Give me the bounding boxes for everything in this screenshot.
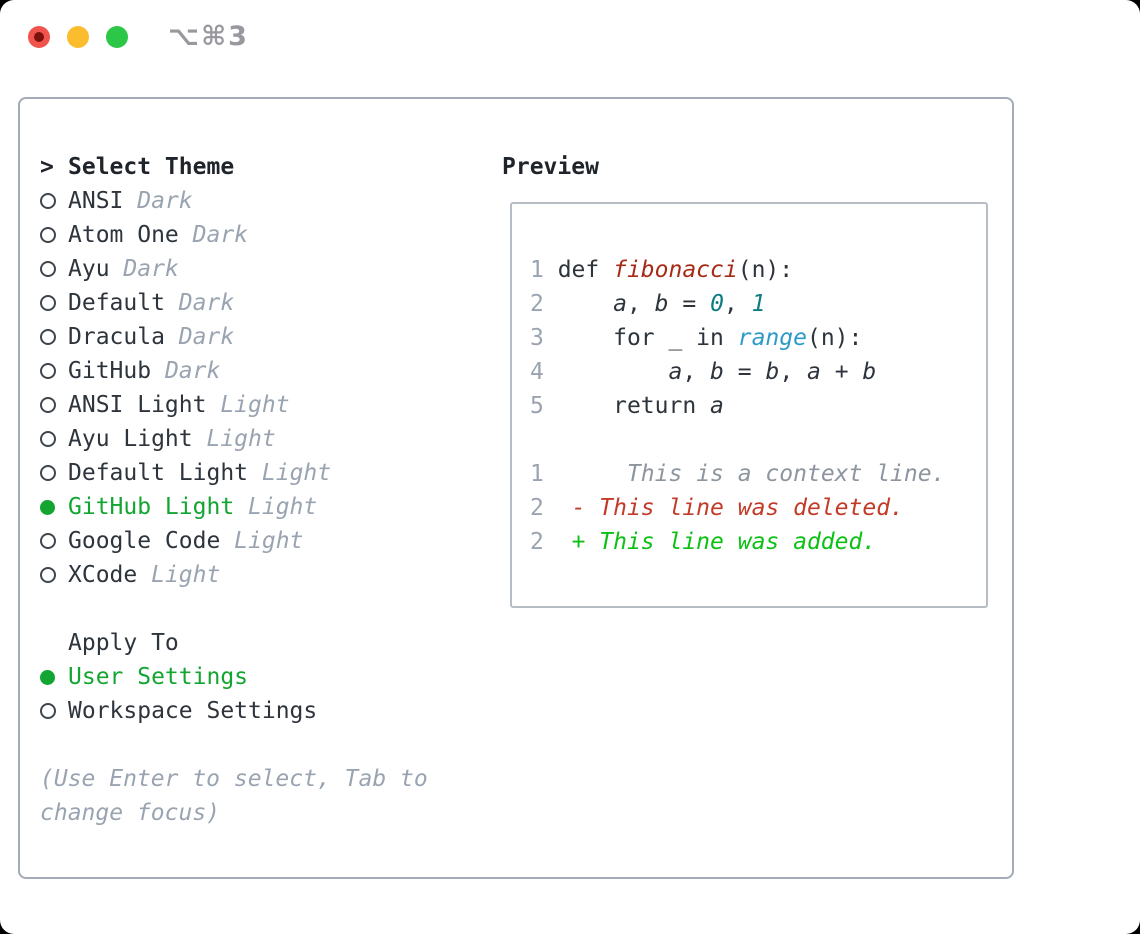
radio-icon xyxy=(40,363,68,379)
theme-variant: Light xyxy=(261,460,332,486)
theme-option-ayu[interactable]: Ayu Dark xyxy=(40,252,331,286)
code-line xyxy=(530,423,986,457)
select-theme-header-row: > Select Theme xyxy=(40,150,331,184)
theme-option-github[interactable]: GitHub Dark xyxy=(40,354,331,388)
theme-variant: Light xyxy=(234,528,304,554)
theme-option-ayu-light[interactable]: Ayu Light Light xyxy=(40,422,331,456)
preview-header: Preview xyxy=(502,154,599,180)
theme-option-ansi-light[interactable]: ANSI Light Light xyxy=(40,388,331,422)
theme-name: GitHub xyxy=(68,358,165,384)
theme-option-google-code[interactable]: Google Code Light xyxy=(40,524,331,558)
apply-option-workspace-settings[interactable]: Workspace Settings xyxy=(40,694,317,728)
radio-icon xyxy=(40,397,68,413)
minimize-button[interactable] xyxy=(67,26,89,48)
theme-option-atom-one[interactable]: Atom One Dark xyxy=(40,218,331,252)
radio-icon xyxy=(40,567,68,583)
code-preview: 1 def fibonacci(n): 2 a, b = 0, 1 3 for _ … xyxy=(512,204,986,559)
radio-icon xyxy=(40,329,68,345)
theme-variant: Light xyxy=(248,494,318,520)
theme-variant: Light xyxy=(206,426,276,452)
radio-icon xyxy=(40,465,68,481)
code-line: 2 - This line was deleted. xyxy=(530,495,904,521)
code-line: 1 def fibonacci(n): xyxy=(530,257,794,283)
theme-variant: Dark xyxy=(192,222,249,248)
window-title: ⌥⌘3 xyxy=(168,21,249,52)
code-line: 3 for _ in range(n): xyxy=(530,325,863,351)
radio-icon xyxy=(40,431,68,447)
radio-icon xyxy=(40,261,68,277)
theme-name: GitHub Light xyxy=(68,494,249,520)
theme-option-ansi[interactable]: ANSI Dark xyxy=(40,184,331,218)
radio-icon xyxy=(40,295,68,311)
apply-option-user-settings[interactable]: User Settings xyxy=(40,660,317,694)
selection-caret-icon: > xyxy=(40,154,54,180)
theme-variant: Dark xyxy=(178,324,235,350)
select-theme-header: Select Theme xyxy=(68,154,235,180)
preview-pane: 1 def fibonacci(n): 2 a, b = 0, 1 3 for _ … xyxy=(510,202,988,608)
theme-variant: Light xyxy=(220,392,290,418)
theme-name: Default xyxy=(68,290,179,316)
code-line: 1 This is a context line. xyxy=(530,461,946,487)
theme-option-default[interactable]: Default Dark xyxy=(40,286,331,320)
radio-icon xyxy=(40,533,68,549)
theme-name: Ayu Light xyxy=(68,426,207,452)
theme-variant: Dark xyxy=(137,188,193,214)
code-line: 2 a, b = 0, 1 xyxy=(530,291,766,317)
theme-name: Ayu xyxy=(68,256,124,282)
theme-name: Google Code xyxy=(68,528,235,554)
unsaved-dot-icon xyxy=(34,32,44,42)
theme-option-github-light[interactable]: GitHub Light Light xyxy=(40,490,331,524)
theme-variant: Dark xyxy=(178,290,235,316)
apply-to-header-row: Apply To xyxy=(40,626,317,660)
apply-option-label: User Settings xyxy=(68,664,249,690)
theme-name: ANSI xyxy=(68,188,138,214)
titlebar: ⌥⌘3 xyxy=(0,0,1140,75)
code-line: 5 return a xyxy=(530,393,724,419)
radio-icon xyxy=(40,227,68,243)
theme-name: Dracula xyxy=(68,324,179,350)
selected-radio-icon xyxy=(40,669,68,685)
code-line: 4 a, b = b, a + b xyxy=(530,359,877,385)
theme-option-dracula[interactable]: Dracula Dark xyxy=(40,320,331,354)
theme-variant: Light xyxy=(151,562,221,588)
radio-icon xyxy=(40,193,68,209)
theme-name: Default Light xyxy=(68,460,262,486)
theme-name: ANSI Light xyxy=(68,392,221,418)
theme-variant: Dark xyxy=(123,256,179,282)
zoom-button[interactable] xyxy=(106,26,128,48)
keyboard-hint: (Use Enter to select, Tab to change focu… xyxy=(40,766,428,826)
theme-option-default-light[interactable]: Default Light Light xyxy=(40,456,331,490)
theme-name: Atom One xyxy=(68,222,193,248)
apply-option-label: Workspace Settings xyxy=(68,698,318,724)
radio-icon xyxy=(40,703,68,719)
close-button[interactable] xyxy=(28,26,50,48)
theme-name: XCode xyxy=(68,562,152,588)
theme-variant: Dark xyxy=(164,358,221,384)
code-line: 2 + This line was added. xyxy=(530,529,877,555)
theme-option-xcode[interactable]: XCode Light xyxy=(40,558,331,592)
selected-radio-icon xyxy=(40,499,68,515)
apply-to-header: Apply To xyxy=(68,630,179,656)
